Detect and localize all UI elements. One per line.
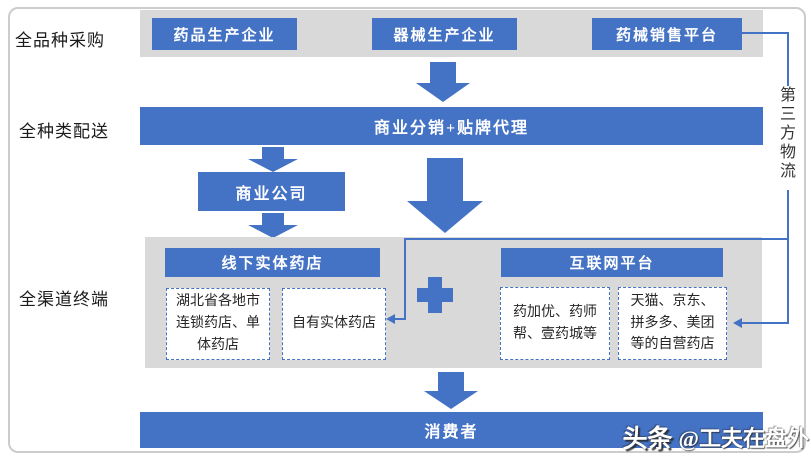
watermark-handle: @工夫在盘外 — [678, 426, 809, 451]
bar-consumer: 消费者 — [140, 412, 763, 448]
stage-label-procurement: 全品种采购 — [15, 31, 105, 50]
diagram-frame — [8, 7, 806, 453]
box-own-pharmacies: 自有实体药店 — [282, 288, 386, 360]
box-chain-pharmacies: 湖北省各地市连锁药店、单体药店 — [166, 288, 270, 360]
connector-line — [787, 190, 789, 324]
box-device-manufacturer: 器械生产企业 — [372, 18, 517, 50]
down-arrow-icon — [248, 147, 298, 172]
left-arrowhead-icon — [386, 314, 395, 324]
box-pharma-manufacturer: 药品生产企业 — [152, 18, 297, 50]
toutiao-logo: 头条 — [622, 425, 673, 453]
connector-line — [404, 238, 789, 240]
watermark: 头条 @工夫在盘外 — [623, 419, 809, 455]
box-platform-partners: 药加优、药师帮、壹药城等 — [500, 287, 610, 360]
box-internet-platform-header: 互联网平台 — [501, 248, 723, 277]
box-sales-platform: 药械销售平台 — [592, 18, 742, 50]
connector-line — [787, 32, 789, 86]
connector-line — [742, 32, 789, 34]
big-down-arrow-icon — [407, 158, 483, 233]
box-self-operated-stores: 天猫、京东、拼多多、美团等的自营药店 — [618, 287, 727, 360]
plus-icon — [417, 277, 453, 313]
stage-label-distribution: 全种类配送 — [19, 122, 109, 141]
box-commercial-company: 商业公司 — [198, 172, 345, 211]
connector-line — [394, 318, 406, 320]
bar-commercial-distribution: 商业分销+贴牌代理 — [140, 107, 763, 145]
down-arrow-icon — [424, 372, 478, 409]
third-party-logistics-label: 第三方物流 — [772, 86, 798, 190]
stage-label-terminal: 全渠道终端 — [19, 290, 109, 309]
box-offline-pharmacy-header: 线下实体药店 — [165, 248, 380, 277]
left-arrowhead-icon — [733, 318, 742, 328]
down-arrow-icon — [248, 213, 298, 238]
down-arrow-icon — [416, 62, 470, 102]
connector-line — [742, 322, 789, 324]
connector-line — [404, 238, 406, 319]
